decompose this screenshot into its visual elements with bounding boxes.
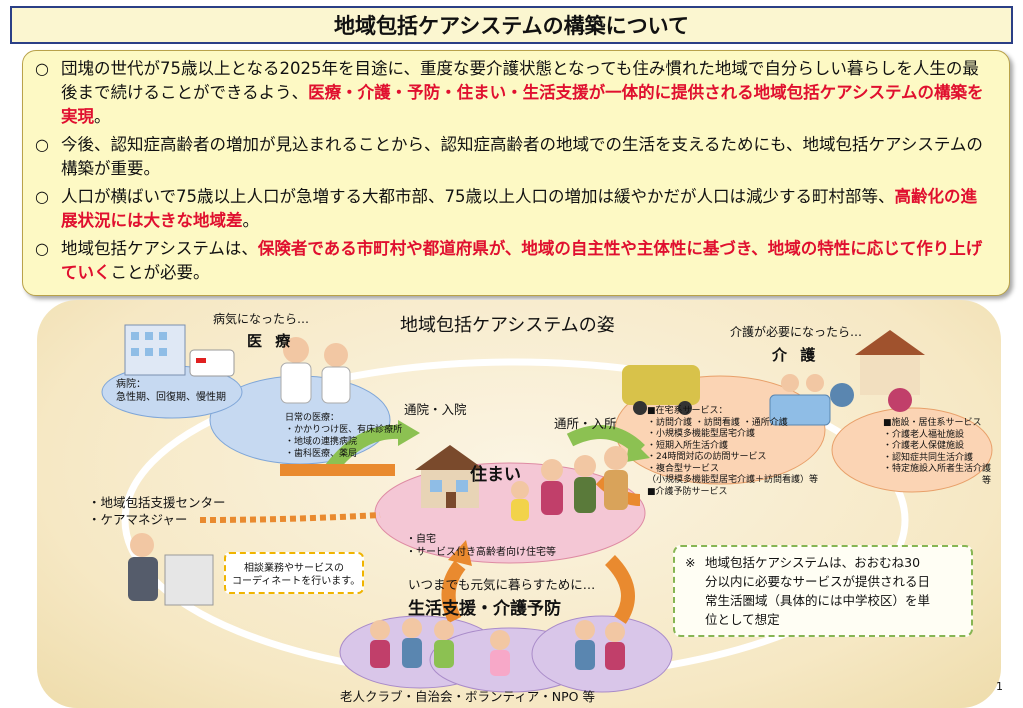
community-groups-label: 老人クラブ・自治会・ボランティア・NPO 等: [340, 689, 595, 704]
life-blob-3: [531, 615, 673, 693]
arrow-housing-to-life: [604, 555, 635, 624]
bullet-mark: ○: [35, 239, 49, 258]
arrow-head: [626, 438, 650, 462]
care-illustration: [622, 330, 925, 426]
care-when-label: 介護が必要になったら…: [730, 325, 863, 339]
care-manager-illustration: [128, 533, 214, 606]
life-support-heading: 生活支援・介護予防: [408, 599, 561, 619]
daily-medical-label: 日常の医療： ・かかりつけ医、有床診療所 ・地域の連携病院 ・歯科医療、薬局: [285, 413, 403, 459]
summary-bullet-4: ○ 地域包括ケアシステムは、保険者である市町村や都道府県が、地域の自主性や主体性…: [35, 237, 993, 285]
housing-items: ・自宅 ・サービス付き高齢者向け住宅等: [406, 534, 556, 558]
life-support-sub: いつまでも元気に暮らすために…: [408, 577, 596, 592]
housing-heading: 住まい: [470, 465, 521, 485]
page-title: 地域包括ケアシステムの構築について: [10, 6, 1013, 44]
summary-bullet-2: ○ 今後、認知症高齢者の増加が見込まれることから、認知症高齢者の地域での生活を支…: [35, 133, 993, 181]
home-services-label: ■在宅系サービス： ・訪問介護 ・訪問看護 ・通所介護 ・小規模多機能型居宅介護…: [647, 406, 819, 497]
summary-bullet-1: ○ 団塊の世代が75歳以上となる2025年を目途に、重度な要介護状態となっても住…: [35, 57, 993, 129]
arrow-head: [398, 420, 420, 446]
arrow-housing-to-medical: [324, 424, 401, 475]
facility-blob: [831, 407, 993, 493]
summary-box: ○ 団塊の世代が75歳以上となる2025年を目途に、重度な要介護状態となっても住…: [22, 50, 1010, 296]
hospital-illustration: [124, 324, 235, 377]
arrow-head: [448, 540, 472, 566]
facility-services-label: ■施設・居住系サービス ・介護老人福祉施設 ・介護老人保健施設 ・認知症共同生活…: [883, 418, 992, 486]
hospital-visit-label: 通院・入院: [404, 402, 467, 417]
family-illustration: [511, 446, 628, 521]
page-number: 1: [996, 680, 1003, 693]
medical-when-label: 病気になったら…: [213, 312, 310, 326]
note-mark: ※: [685, 555, 696, 570]
bullet-mark: ○: [35, 187, 49, 206]
bullet-mark: ○: [35, 135, 49, 154]
summary-bullet-3: ○ 人口が横ばいで75歳以上人口が急増する大都市部、75歳以上人口の増加は緩やか…: [35, 185, 993, 233]
bullet-mark: ○: [35, 59, 49, 78]
arrow-life-to-housing: [441, 560, 466, 624]
diagram-title: 地域包括ケアシステムの姿: [400, 315, 615, 336]
coordination-label: 相談業務やサービスの コーディネートを行います。: [232, 563, 361, 587]
support-center-label: ・地域包括支援センター ・ケアマネジャー: [88, 495, 226, 527]
doctors-illustration: [280, 337, 351, 404]
care-heading: 介 護: [772, 346, 820, 364]
support-connector: [199, 512, 381, 523]
house-illustration: [415, 445, 485, 508]
hospital-label: 病院： 急性期、回復期、慢性期: [116, 379, 226, 403]
area-note: ※ 地域包括ケアシステムは、おおむね30 分以内に必要なサービスが提供される日 …: [673, 545, 973, 637]
community-illustration: [370, 618, 625, 676]
medical-heading: 医 療: [247, 332, 295, 350]
daycare-visit-label: 通所・入所: [554, 416, 617, 431]
coordination-box: [224, 552, 364, 594]
